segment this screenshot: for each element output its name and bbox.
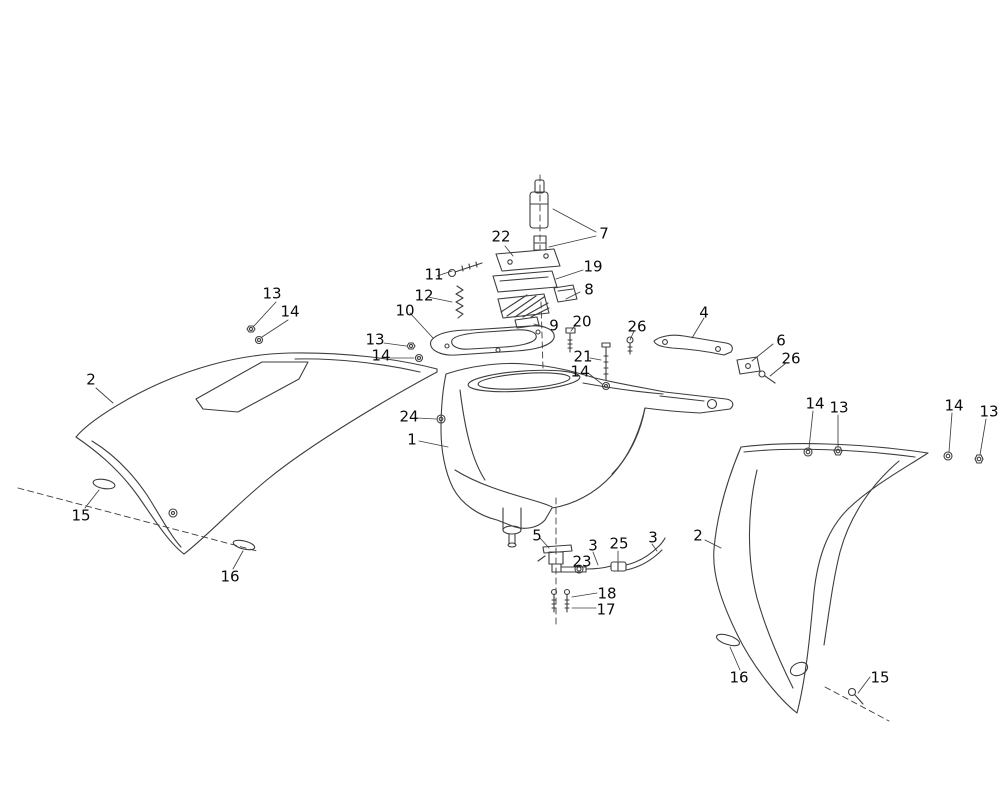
right-side-panel [713, 443, 929, 714]
leader-lines [84, 208, 987, 694]
fasteners-left [246, 325, 446, 424]
mounting-brackets [626, 334, 776, 384]
fuel-pump-assembly [430, 179, 611, 391]
fasteners-right [803, 446, 984, 464]
fuel-tank [440, 362, 734, 548]
centerlines [17, 174, 890, 722]
fuel-tap-assembly [537, 537, 666, 613]
left-shroud [75, 352, 438, 555]
